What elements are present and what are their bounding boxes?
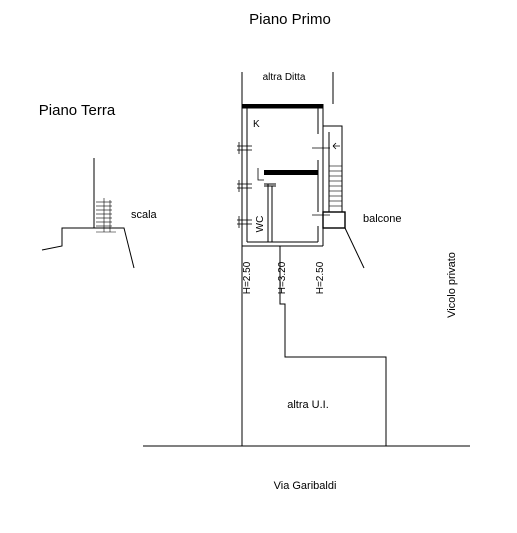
stair-treads (96, 198, 116, 233)
wc-label: WC (255, 216, 266, 233)
stair-arrow-icon (332, 142, 340, 150)
ground-floor-stair (41, 158, 135, 269)
top-wall (242, 104, 323, 108)
altra-ditta-strip (241, 72, 334, 104)
left-windows (237, 142, 252, 228)
balcone-label: balcone (363, 213, 402, 225)
partition-horizontal (264, 170, 318, 175)
altra-ditta-label: altra Ditta (263, 72, 306, 83)
height-right: H=2.50 (315, 261, 326, 294)
balcone (322, 211, 365, 269)
first-floor-walls (241, 104, 324, 247)
piano-terra-title: Piano Terra (39, 102, 116, 119)
piano-primo-title: Piano Primo (249, 11, 331, 28)
scala-label: scala (131, 209, 158, 221)
height-mid: H=3.20 (277, 261, 288, 294)
k-label: K (253, 119, 260, 130)
height-left: H=2.50 (242, 261, 253, 294)
via-label: Via Garibaldi (274, 480, 337, 492)
vicolo-label: Vicolo privato (446, 252, 458, 318)
altra-ui-label: altra U.I. (287, 399, 329, 411)
lower-outline (143, 246, 470, 447)
